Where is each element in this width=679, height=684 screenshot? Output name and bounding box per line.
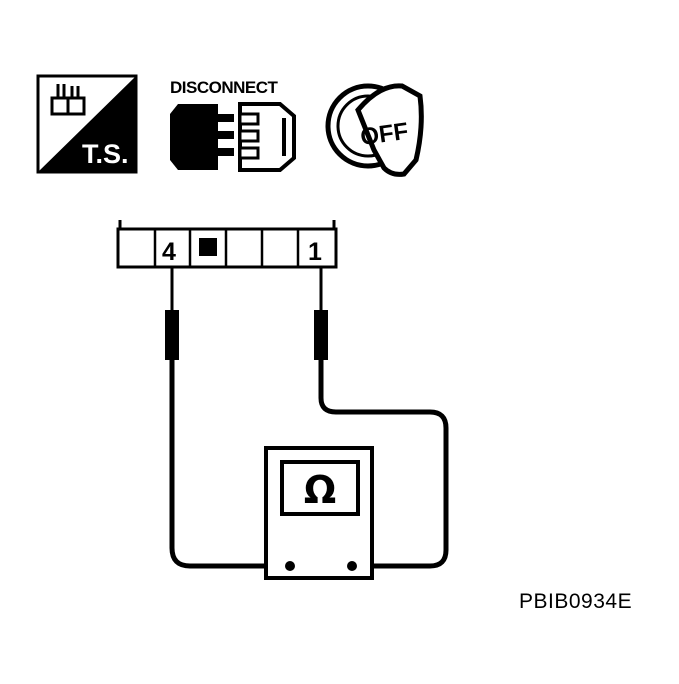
figure-id: PBIB0934E <box>519 590 633 613</box>
meter-jack-left <box>285 561 295 571</box>
harness-connector: 4 1 <box>116 220 338 269</box>
ohm-symbol: Ω <box>304 468 336 512</box>
probe-right <box>314 310 328 360</box>
ignition-key-off-icon: OFF <box>325 83 424 177</box>
meter-jack-right <box>347 561 357 571</box>
ts-label: T.S. <box>82 139 129 169</box>
connector-glyph-icon <box>50 84 86 116</box>
pin-number: 1 <box>308 238 322 266</box>
probe-left <box>165 310 179 360</box>
off-label: OFF <box>359 118 410 151</box>
ohmmeter: Ω <box>264 446 374 580</box>
connector-disconnect-icon: DISCONNECT <box>170 78 296 172</box>
pin-number: 4 <box>162 238 176 266</box>
ts-icon: T.S. <box>36 74 138 174</box>
blocked-cavity <box>199 238 217 256</box>
disconnect-label: DISCONNECT <box>170 78 279 97</box>
probe-leads <box>169 265 449 569</box>
